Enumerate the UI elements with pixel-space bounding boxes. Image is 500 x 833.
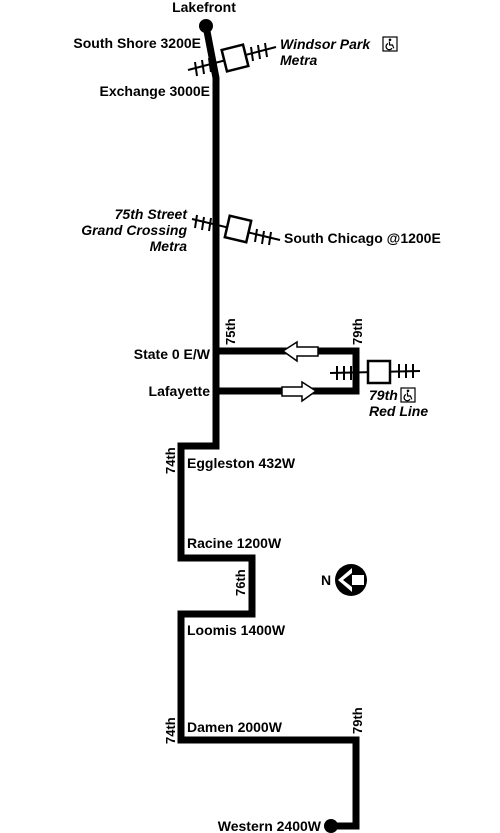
stop-label-state: State 0 E/W [134,346,211,362]
street-label-75th: 75th [223,318,238,345]
stop-label-south-shore: South Shore 3200E [73,35,201,51]
terminal-dot-lakefront [199,19,213,33]
rail-station-icon [187,42,277,77]
street-label-74th-upper: 74th [163,447,178,474]
terminal-dot-western [324,819,338,833]
rail-station-icon [329,359,421,385]
wheelchair-accessible-icon [400,387,416,403]
stop-label-damen: Damen 2000W [187,719,283,735]
rail-station-icon [191,214,281,246]
transfer-label-windsor-metra: Metra [280,52,318,68]
route-line [177,25,360,830]
street-label-76th: 76th [233,569,248,596]
transfer-label-windsor-park: Windsor Park [280,36,371,52]
route-loop-path [216,347,360,395]
stop-label-racine: Racine 1200W [187,535,282,551]
route-main-path [177,25,360,830]
stop-label-south-chicago: South Chicago @1200E [284,230,441,246]
stop-label-lafayette: Lafayette [149,383,211,399]
stop-label-lakefront: Lakefront [172,0,236,15]
stop-label-exchange: Exchange 3000E [99,83,210,99]
north-arrow-icon: N [321,564,367,596]
stop-label-eggleston: Eggleston 432W [187,455,296,471]
transfer-label-grand-crossing: Grand Crossing [81,222,187,238]
direction-arrow-icon [281,340,319,403]
transfer-label-75th-street: 75th Street [115,206,189,222]
stop-label-loomis: Loomis 1400W [187,622,286,638]
transfer-label-red-line: Red Line [369,403,428,419]
transfer-label-grand-crossing-metra: Metra [150,238,188,254]
westbound-arrow [281,340,319,363]
street-label-74th-lower: 74th [163,717,178,744]
transfer-label-79th: 79th [369,387,398,403]
street-label-79th-lower: 79th [350,707,365,734]
street-label-79th-upper: 79th [350,318,365,345]
stop-label-western: Western 2400W [218,818,322,833]
wheelchair-accessible-icon [382,36,398,52]
eastbound-arrow [281,380,318,403]
north-label: N [321,572,331,588]
